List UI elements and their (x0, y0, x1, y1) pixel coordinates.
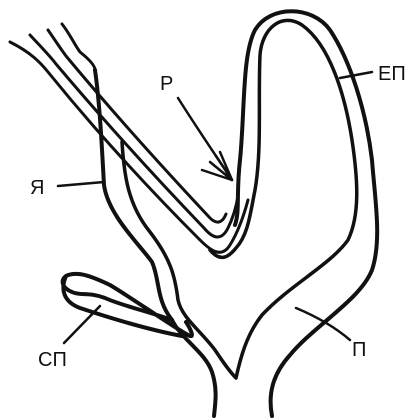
outer-wall-contour (95, 70, 216, 416)
entry-tube-top (62, 24, 95, 70)
label-p-arrow: Р (160, 73, 173, 95)
side-pouch (63, 274, 192, 336)
arrow-p-head (202, 152, 232, 180)
leader-sp (64, 306, 100, 343)
entry-tube-right (48, 30, 226, 222)
leader-ep (340, 72, 372, 78)
label-ya: Я (30, 177, 44, 199)
label-p-body: П (352, 339, 366, 361)
label-sp: СП (38, 349, 67, 371)
leader-ya (58, 182, 104, 186)
label-ep: ЕП (378, 63, 406, 85)
